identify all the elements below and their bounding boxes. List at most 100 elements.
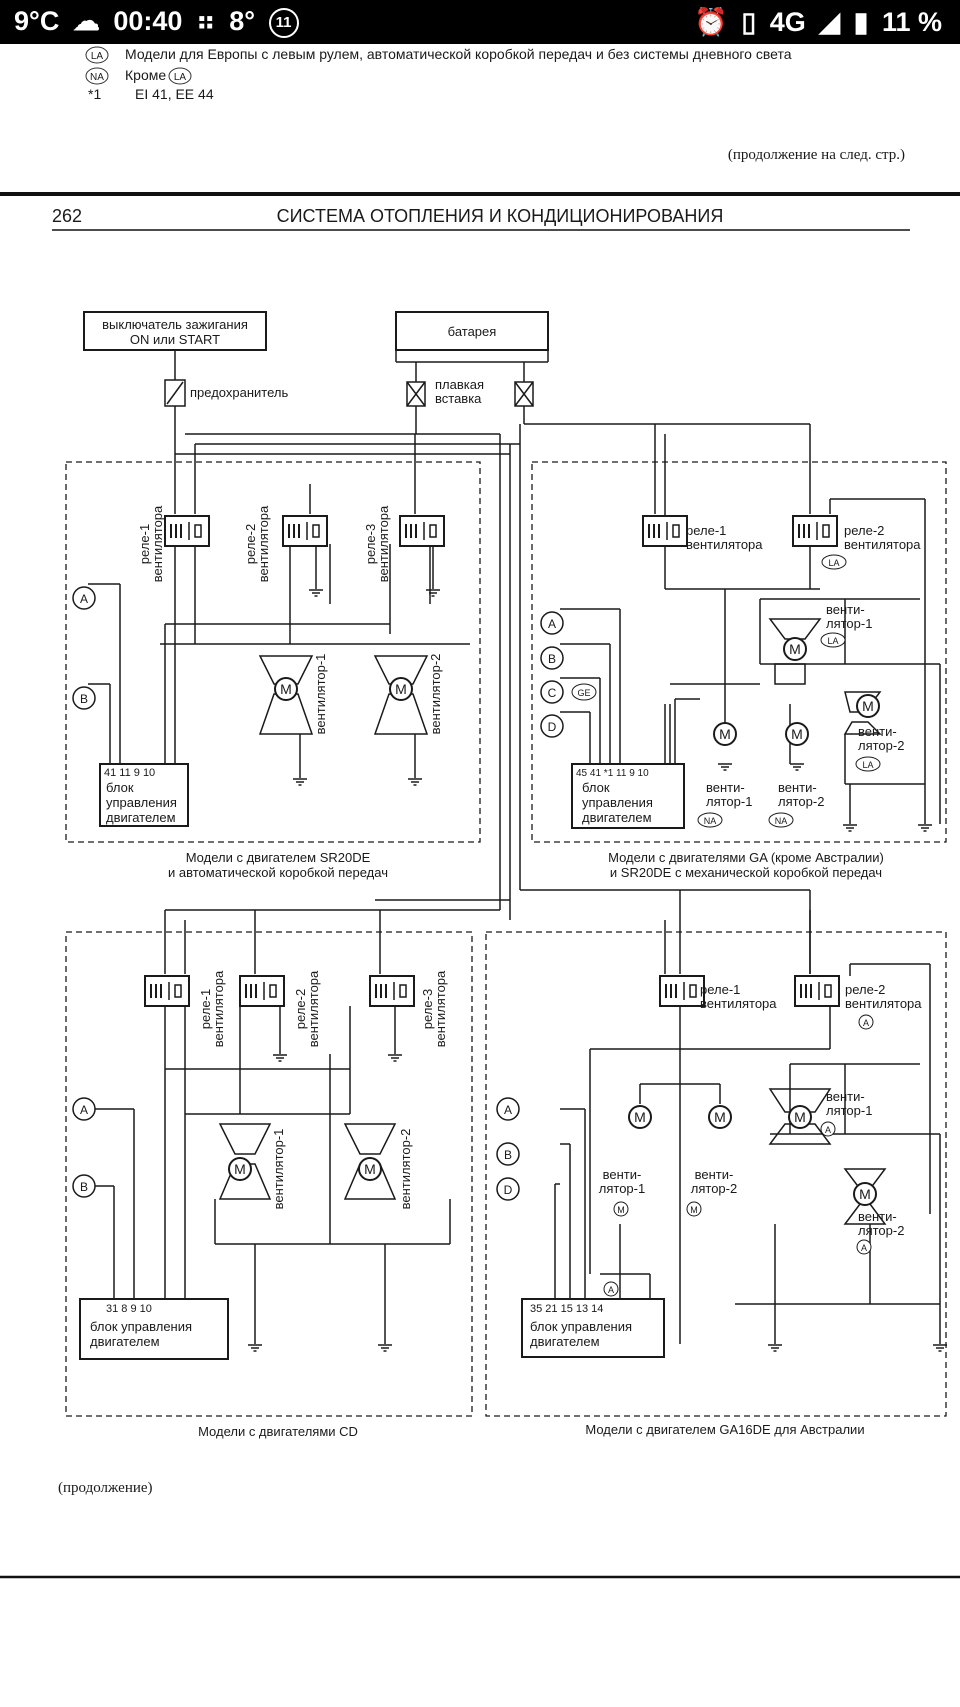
notification-badge: 11: [268, 7, 299, 38]
p4-tag-a-fan1: A: [825, 1125, 831, 1135]
panel-ga-sr20de-mt: [531, 461, 947, 843]
p4-fan1m-label-a: венти-: [603, 1167, 642, 1182]
temperature-secondary: 8°: [229, 6, 256, 36]
status-left: 9°C ☁ 00:40 ⠶ 8° 11: [14, 6, 305, 38]
signal-dots-icon: ⠶: [195, 6, 216, 36]
fusible-link-label-2: вставка: [435, 391, 482, 406]
p1-ecu-label-2: управления: [106, 795, 177, 810]
p3-relay2-label-a: реле-2: [293, 989, 308, 1029]
temperature: 9°C: [14, 6, 60, 36]
p2-relay1-label-a: реле-1: [686, 523, 726, 538]
p4-tag-m-fan1: M: [617, 1205, 625, 1215]
legend-na-ref: LA: [174, 72, 187, 83]
p2-relay2-label-a: реле-2: [844, 523, 884, 538]
p4-conn-d: D: [504, 1183, 513, 1197]
page-number: 262: [52, 206, 82, 226]
p4-tag-a-fan2: A: [861, 1243, 867, 1253]
p4-tag-m-fan2: M: [690, 1205, 698, 1215]
legend-na-text: Кроме: [125, 67, 166, 83]
p4-ecu-label-2: двигателем: [530, 1334, 600, 1349]
p4-relay2-label-a: реле-2: [845, 982, 885, 997]
p1-relay2-label-a: реле-2: [243, 524, 258, 564]
p1-conn-a: A: [80, 592, 88, 606]
p4-relay1-label-a: реле-1: [700, 982, 740, 997]
battery-icon: ▮: [853, 7, 869, 37]
p2-tag-na-fan2: NA: [775, 816, 788, 826]
panel-cd: [65, 910, 473, 1417]
p1-fan2-label: вентилятор-2: [428, 654, 443, 735]
p1-relay1-label-b: вентилятора: [150, 505, 165, 582]
p2-tag-la-fan2: LA: [862, 760, 873, 770]
legend-la-text: Модели для Европы с левым рулем, автомат…: [125, 46, 792, 62]
legend-star1: *1: [88, 86, 101, 102]
p4-fan1-label-a: венти-: [826, 1089, 865, 1104]
p3-ecu-pins: 31 8 9 10: [106, 1303, 152, 1315]
p2-fan2na-label-b: лятор-2: [778, 794, 824, 809]
caption-ga-2: и SR20DE с механической коробкой передач: [610, 865, 882, 880]
p2-relay1-label-b: вентилятора: [686, 537, 763, 552]
p2-fan1na-label-b: лятор-1: [706, 794, 752, 809]
p2-ecu-label-2: управления: [582, 795, 653, 810]
battery-label: батарея: [448, 324, 497, 339]
p3-fan2-label: вентилятор-2: [398, 1129, 413, 1210]
p2-tag-la-fan1: LA: [827, 636, 838, 646]
fuse-label: предохранитель: [190, 385, 288, 400]
legend-la-tag: LA: [91, 51, 104, 62]
wiring-diagram-page: M LA Модели для Европы с левым рулем, ав…: [0, 46, 960, 1579]
p4-fan1-label-b: лятор-1: [826, 1103, 872, 1118]
p2-fan1-label-b: лятор-1: [826, 616, 872, 631]
network-type: 4G: [769, 7, 806, 37]
p3-conn-b: B: [80, 1180, 88, 1194]
cloud-icon: ☁: [72, 6, 100, 36]
vibrate-icon: ▯: [741, 7, 757, 37]
caption-sr20de-2: и автоматической коробкой передач: [168, 865, 388, 880]
p3-relay3-label-b: вентилятора: [433, 970, 448, 1047]
p4-conn-b: B: [504, 1148, 512, 1162]
panel-ga16de-australia: [485, 910, 948, 1417]
battery-level: 11 %: [881, 7, 942, 37]
continued-top: (продолжение на след. стр.): [728, 147, 905, 163]
p4-relay2-label-b: вентилятора: [845, 996, 922, 1011]
p3-conn-a: A: [80, 1103, 88, 1117]
p4-tag-a-relay2: A: [863, 1018, 869, 1028]
legend-na-tag: NA: [90, 72, 104, 83]
p4-fan2-label-a: венти-: [858, 1209, 897, 1224]
p2-fan1na-label-a: венти-: [706, 780, 745, 795]
p1-conn-b: B: [80, 692, 88, 706]
p2-fan2na-label-a: венти-: [778, 780, 817, 795]
p1-ecu-pins: 41 11 9 10: [104, 767, 155, 779]
p2-tag-na-fan1: NA: [704, 816, 717, 826]
legend-star1-refs: EI 41, EE 44: [135, 86, 214, 102]
p1-relay3-label-b: вентилятора: [376, 505, 391, 582]
p2-fan2-label-b: лятор-2: [858, 738, 904, 753]
status-right: ⏰ ▯ 4G ◢ ▮ 11 %: [694, 6, 948, 38]
p3-fan1-label: вентилятор-1: [271, 1129, 286, 1210]
p4-ecu-label-1: блок управления: [530, 1319, 632, 1334]
p4-relay1-label-b: вентилятора: [700, 996, 777, 1011]
p4-tag-a-ecu: A: [608, 1285, 614, 1295]
p4-fan2m-label-b: лятор-2: [691, 1181, 737, 1196]
p2-conn-d: D: [548, 720, 557, 734]
p4-fan1m-label-b: лятор-1: [599, 1181, 645, 1196]
p2-fan1-label-a: венти-: [826, 602, 865, 617]
p3-relay1-label-a: реле-1: [198, 989, 213, 1029]
status-bar: 9°C ☁ 00:40 ⠶ 8° 11 ⏰ ▯ 4G ◢ ▮ 11 %: [0, 0, 960, 44]
p3-relay1-label-b: вентилятора: [211, 970, 226, 1047]
p2-relay2-label-b: вентилятора: [844, 537, 921, 552]
p2-ecu-pins: 45 41 *1 11 9 10: [576, 768, 649, 779]
p2-conn-a: A: [548, 617, 556, 631]
p3-relay3-label-a: реле-3: [420, 989, 435, 1029]
alarm-icon: ⏰: [694, 7, 728, 37]
ignition-label-1: выключатель зажигания: [102, 317, 248, 332]
p1-relay1-label-a: реле-1: [137, 524, 152, 564]
p3-ecu-label-1: блок управления: [90, 1319, 192, 1334]
ignition-label-2: ON или START: [130, 332, 220, 347]
p1-relay2-label-b: вентилятора: [256, 505, 271, 582]
p2-fan2-label-a: венти-: [858, 724, 897, 739]
p3-ecu-label-2: двигателем: [90, 1334, 160, 1349]
p1-ecu-label-1: блок: [106, 780, 134, 795]
caption-sr20de-1: Модели с двигателем SR20DE: [186, 850, 371, 865]
p4-ecu-pins: 35 21 15 13 14: [530, 1303, 603, 1315]
p1-ecu-label-3: двигателем: [106, 810, 176, 825]
panel-sr20de-at: [65, 434, 481, 843]
